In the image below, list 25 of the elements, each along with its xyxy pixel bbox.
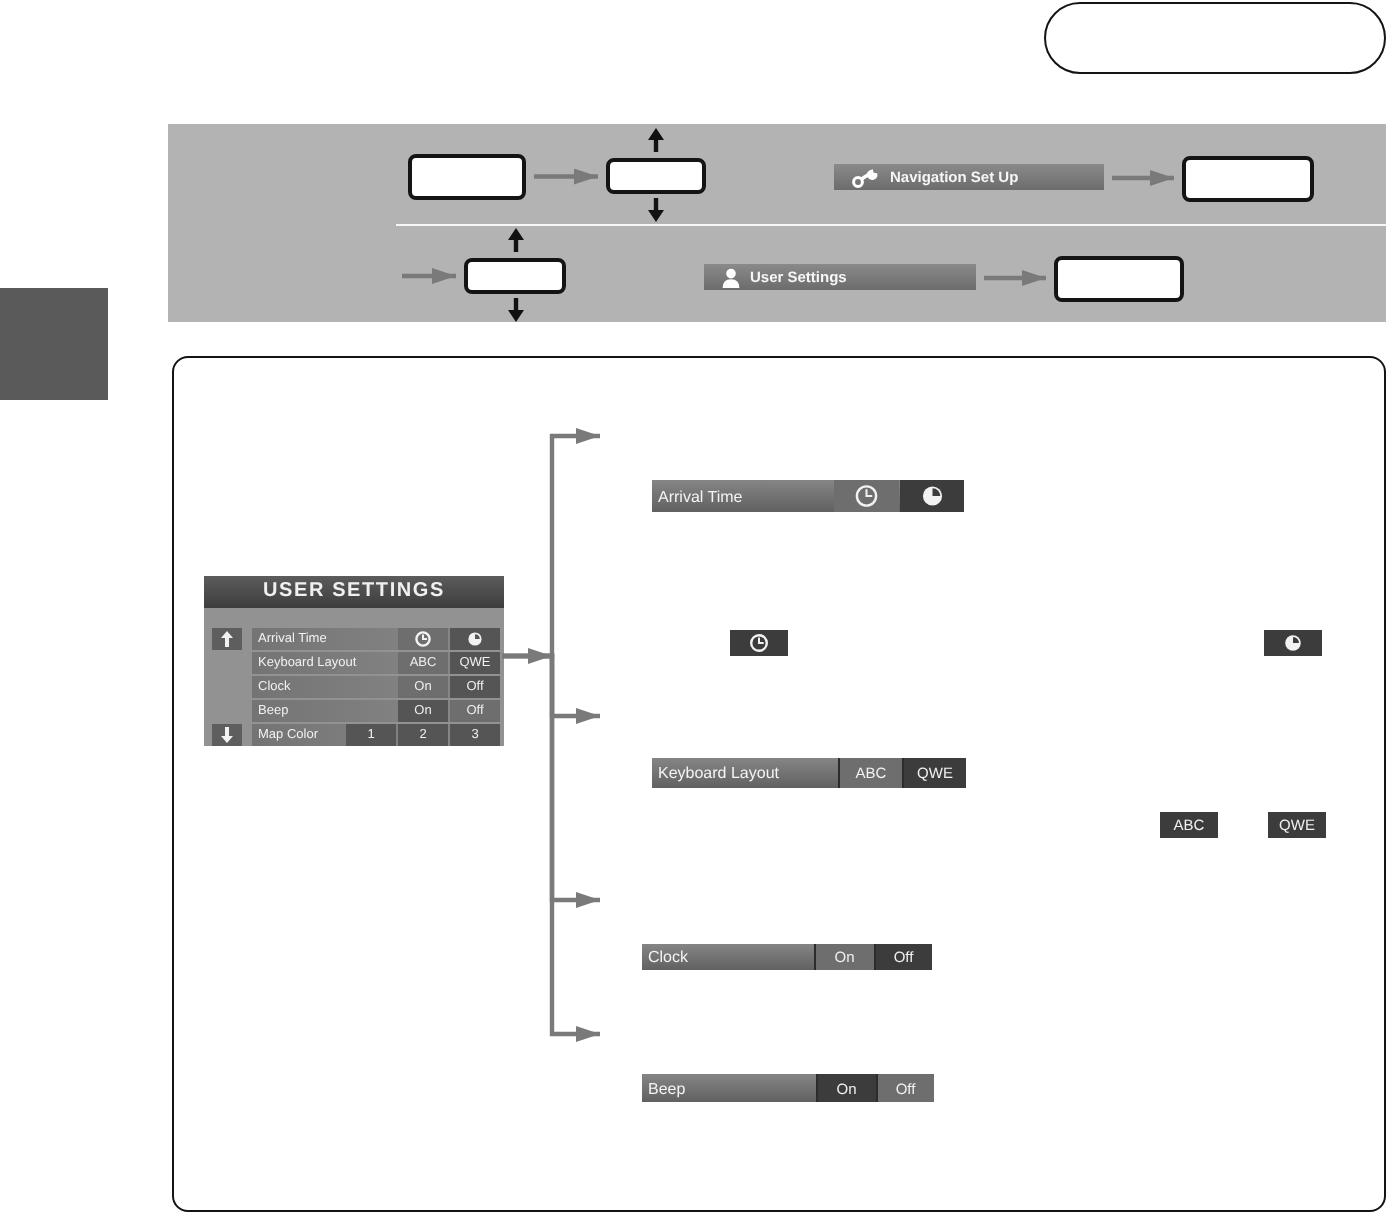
- screen-title: USER SETTINGS: [204, 576, 504, 608]
- step-box: [464, 258, 566, 294]
- info-panel: [172, 356, 1386, 1212]
- setting-bar: [642, 1074, 934, 1102]
- setting-bar: [652, 480, 964, 512]
- arrow: [402, 268, 456, 284]
- step-box: [408, 154, 526, 200]
- menu-bar: [704, 264, 976, 290]
- setting-label: Beep: [646, 1077, 688, 1102]
- menu-bar: [834, 164, 1104, 190]
- arrow: [1112, 170, 1174, 186]
- setting-label: Arrival Time: [656, 485, 745, 509]
- step-box: [1182, 156, 1314, 202]
- setting-bar: [642, 944, 932, 970]
- step-band: [168, 124, 1386, 322]
- settings-screen: [204, 576, 504, 746]
- setting-label: Keyboard Layout: [656, 762, 781, 786]
- arrow: [534, 168, 598, 185]
- arrow: [984, 270, 1046, 286]
- step-box: [1054, 256, 1184, 302]
- setting-label: Clock: [646, 946, 691, 970]
- step-box: [606, 158, 706, 194]
- arrow: [502, 653, 600, 1042]
- pill-frame: [1044, 2, 1386, 74]
- setting-bar: [652, 758, 966, 788]
